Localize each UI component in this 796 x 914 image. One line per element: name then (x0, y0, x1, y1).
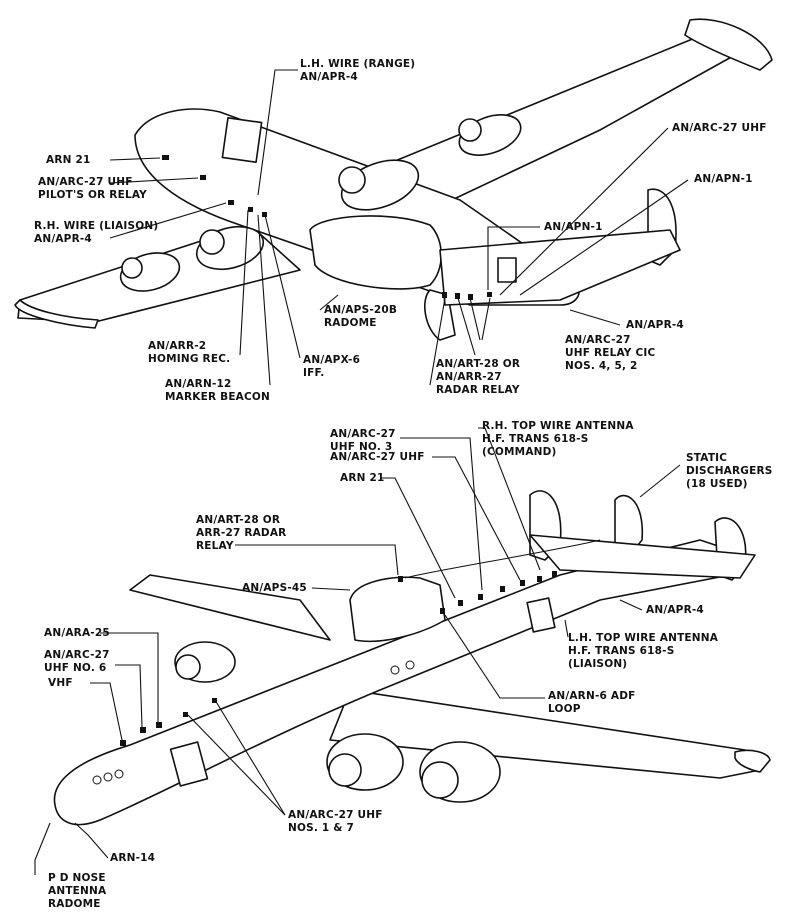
label-apx6-iff: AN/APX-6 IFF. (303, 354, 361, 379)
label-apn1-b: AN/APN-1 (544, 221, 603, 233)
label-static-dischargers: STATIC DISCHARGERS (18 USED) (686, 452, 773, 490)
label-arn6-adf-loop: AN/ARN-6 ADF LOOP (548, 690, 636, 715)
label-arc27-no3: AN/ARC-27 UHF NO. 3 (330, 428, 396, 453)
label-arr2-homing: AN/ARR-2 HOMING REC. (148, 340, 231, 365)
label-aps20b-radome: AN/APS-20B RADOME (324, 304, 398, 329)
label-arc27-uhf-2: AN/ARC-27 UHF (330, 451, 425, 463)
label-arn-21: ARN 21 (46, 154, 91, 166)
label-rh-top-wire: R.H. TOP WIRE ANTENNA H.F. TRANS 618-S (… (482, 420, 634, 458)
label-pd-nose-radome: P D NOSE ANTENNA RADOME (48, 872, 107, 910)
label-apn1-a: AN/APN-1 (694, 173, 753, 185)
top-aircraft (14, 18, 773, 341)
bottom-aircraft (53, 490, 771, 826)
label-arc27-nos-1-7: AN/ARC-27 UHF NOS. 1 & 7 (288, 809, 383, 834)
label-art28-arr27: AN/ART-28 OR AN/ARR-27 RADAR RELAY (436, 358, 521, 396)
label-arc27-uhf: AN/ARC-27 UHF (672, 122, 767, 134)
label-arn12-marker: AN/ARN-12 MARKER BEACON (165, 378, 271, 403)
bottom-leader-lines (34, 427, 681, 875)
label-vhf: VHF (48, 677, 73, 689)
label-arc27-pilots-relay: AN/ARC-27 UHF PILOT'S OR RELAY (38, 176, 147, 201)
label-arn14: ARN-14 (110, 852, 156, 864)
label-ara25: AN/ARA-25 (44, 627, 110, 639)
label-lh-wire-range: L.H. WIRE (RANGE) AN/APR-4 (300, 58, 416, 83)
label-aps45: AN/APS-45 (242, 582, 307, 594)
top-leader-lines (109, 69, 689, 386)
label-arc27-no6: AN/ARC-27 UHF NO. 6 (44, 649, 110, 674)
label-apr4: AN/APR-4 (626, 319, 684, 331)
label-arc27-relay-cic: AN/ARC-27 UHF RELAY CIC NOS. 4, 5, 2 (565, 334, 656, 372)
label-arn21-b: ARN 21 (340, 472, 385, 484)
label-lh-top-wire: L.H. TOP WIRE ANTENNA H.F. TRANS 618-S (… (568, 632, 719, 670)
label-rh-wire-liaison: R.H. WIRE (LIAISON) AN/APR-4 (34, 220, 159, 245)
label-art28-radar-relay: AN/ART-28 OR ARR-27 RADAR RELAY (196, 514, 287, 552)
label-apr4-b: AN/APR-4 (646, 604, 704, 616)
